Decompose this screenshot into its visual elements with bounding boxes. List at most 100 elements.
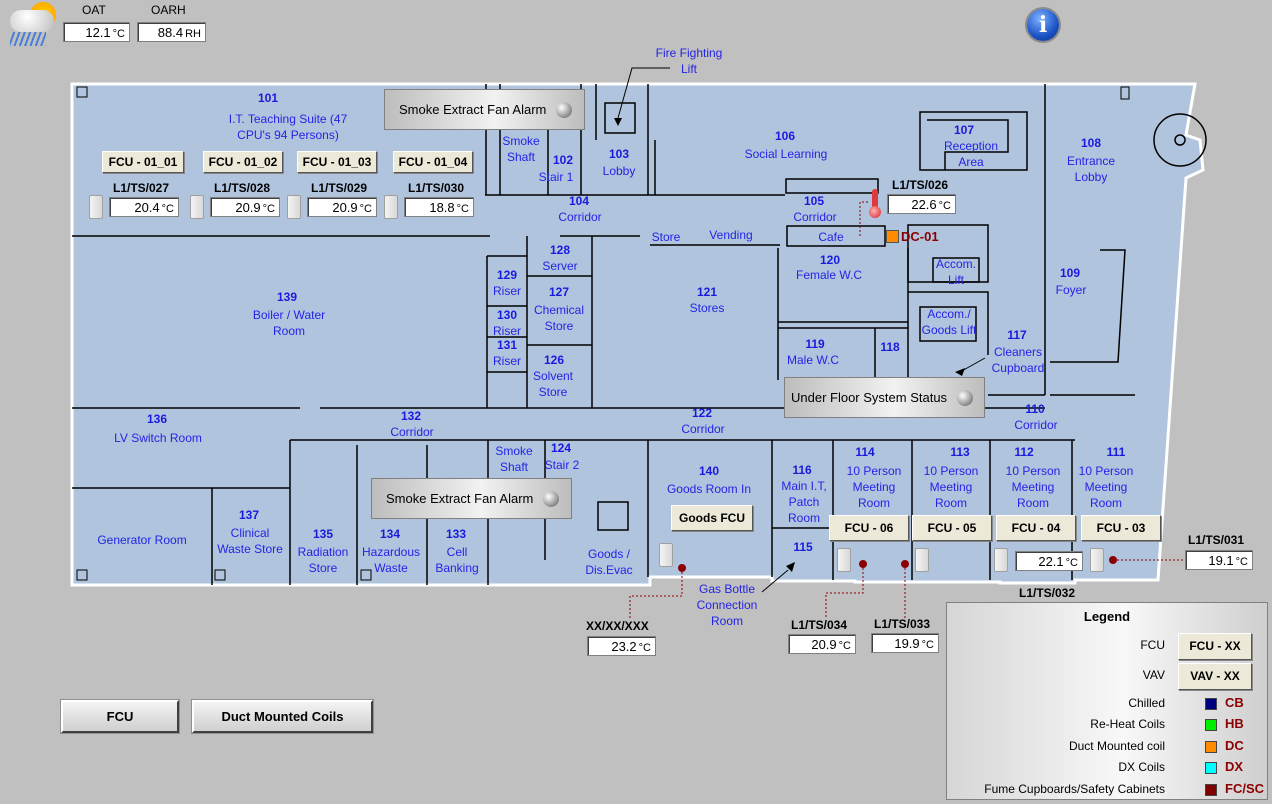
room-139-name: Boiler / Water Room [252, 308, 326, 338]
room-101-name: I.T. Teaching Suite (47 CPU's 94 Persons… [228, 112, 348, 142]
oarh-unit: RH [185, 28, 201, 40]
room-105-number: 105 [803, 194, 825, 208]
reading: 19.1 [1208, 553, 1234, 568]
oat-value: 12.1°C [63, 22, 130, 42]
sensor-tag: XX/XX/XXX [586, 619, 649, 633]
room-121-number: 121 [696, 285, 718, 299]
room-122-number: 122 [691, 406, 713, 420]
sensor-tag: L1/TS/029 [311, 181, 368, 195]
dc-01-label[interactable]: DC-01 [901, 229, 939, 244]
wall-sensor-icon [1090, 548, 1104, 572]
dc-01-indicator[interactable] [886, 230, 899, 243]
sensor-point-icon [678, 564, 686, 572]
room-108-name: Entrance Lobby [1066, 154, 1116, 184]
fcu-03-button[interactable]: FCU - 03 [1081, 515, 1161, 541]
room-109-name: Foyer [1055, 283, 1087, 297]
room-134-name: Hazardous Waste [361, 545, 421, 575]
unit: °C [1065, 557, 1078, 569]
room-111-number: 111 [1106, 445, 1126, 459]
room-101-number: 101 [257, 91, 279, 105]
status-lamp-icon [957, 389, 974, 406]
unit: °C [921, 639, 934, 651]
fcu-04-button[interactable]: FCU - 04 [996, 515, 1076, 541]
room-104-number: 104 [568, 194, 590, 208]
room-107-name: Reception Area [943, 139, 999, 169]
fcu-01-04-button[interactable]: FCU - 01_04 [393, 151, 473, 173]
legend-fcu-label: FCU [1140, 638, 1165, 652]
thermometer-bulb-icon [869, 206, 881, 218]
wall-sensor-icon [190, 195, 204, 219]
room-130-name: Riser [492, 324, 522, 338]
sensor-tag: L1/TS/030 [408, 181, 465, 195]
room-136-number: 136 [146, 412, 168, 426]
room-102-name: Stair 1 [538, 170, 574, 184]
room-118-number: 118 [880, 340, 900, 354]
legend-fcu-button[interactable]: FCU - XX [1178, 633, 1252, 660]
room-126-name: Solvent Store [532, 369, 574, 399]
accom-goods-lift-name: Accom./ Goods Lift [921, 307, 977, 337]
fcu-01-01-button[interactable]: FCU - 01_01 [102, 151, 184, 173]
duct-coil-swatch [1205, 741, 1217, 753]
wall-sensor-icon [89, 195, 103, 219]
room-127-number: 127 [548, 285, 570, 299]
legend-item-label: DX Coils [1118, 760, 1165, 774]
reading: 20.9 [332, 200, 358, 215]
info-icon[interactable]: i [1027, 9, 1059, 41]
sensor-value-xx: 23.2°C [587, 636, 656, 656]
reading: 23.2 [611, 639, 637, 654]
legend-panel: Legend FCU FCU - XX VAV VAV - XX Chilled… [946, 602, 1268, 800]
room-128-name: Server [542, 259, 578, 273]
room-105-name: Corridor [793, 210, 837, 224]
unit: °C [938, 200, 951, 212]
room-139-number: 139 [276, 290, 298, 304]
fcu-nav-button[interactable]: FCU [60, 699, 180, 734]
room-117-number: 117 [1007, 328, 1027, 342]
sensor-value-ts032: 22.1°C [1015, 551, 1083, 571]
sensor-tag: L1/TS/026 [892, 178, 949, 192]
duct-mounted-coils-nav-button[interactable]: Duct Mounted Coils [191, 699, 374, 734]
oat-unit: °C [112, 28, 125, 40]
fcu-01-02-button[interactable]: FCU - 01_02 [203, 151, 283, 173]
unit: °C [262, 203, 275, 215]
dx-coil-swatch [1205, 762, 1217, 774]
smoke-extract-fan-alarm-top[interactable]: Smoke Extract Fan Alarm [384, 89, 585, 130]
room-124-name: Stair 2 [544, 458, 580, 472]
reading: 18.8 [429, 200, 455, 215]
legend-item-code: FC/SC [1225, 781, 1264, 796]
room-129-number: 129 [496, 268, 518, 282]
room-122-name: Corridor [681, 422, 725, 436]
sensor-value-ts034: 20.9°C [788, 634, 856, 654]
status-lamp-icon [543, 490, 560, 507]
legend-vav-button[interactable]: VAV - XX [1178, 663, 1252, 690]
room-132-number: 132 [400, 409, 422, 423]
sensor-tag: L1/TS/034 [791, 618, 848, 632]
sensor-value-ts028: 20.9°C [210, 197, 280, 217]
sensor-value-ts027: 20.4°C [109, 197, 179, 217]
legend-vav-label: VAV [1142, 668, 1165, 682]
reading: 22.1 [1038, 554, 1064, 569]
unit: °C [359, 203, 372, 215]
legend-item-code: CB [1225, 695, 1244, 710]
legend-item-label: Fume Cupboards/Safety Cabinets [984, 782, 1165, 796]
room-137-name: Clinical Waste Store [217, 526, 283, 556]
gas-bottle-room-label: Gas Bottle Connection Room [696, 582, 758, 628]
reading: 20.9 [811, 637, 837, 652]
room-102-number: 102 [552, 153, 574, 167]
oat-reading: 12.1 [85, 25, 111, 40]
room-134-number: 134 [379, 527, 401, 541]
smoke-extract-fan-alarm-bottom[interactable]: Smoke Extract Fan Alarm [371, 478, 572, 519]
sensor-point-icon [859, 560, 867, 568]
fcu-01-03-button[interactable]: FCU - 01_03 [297, 151, 377, 173]
oarh-reading: 88.4 [157, 25, 184, 40]
reading: 22.6 [911, 197, 937, 212]
room-113-number: 113 [950, 445, 970, 459]
room-112-name: 10 Person Meeting Room [1005, 464, 1061, 510]
legend-item-code: DX [1225, 759, 1244, 774]
fcu-06-button[interactable]: FCU - 06 [829, 515, 909, 541]
wall-sensor-icon [287, 195, 301, 219]
reheat-swatch [1205, 719, 1217, 731]
under-floor-system-status[interactable]: Under Floor System Status [784, 377, 985, 418]
goods-fcu-button[interactable]: Goods FCU [671, 505, 753, 531]
sensor-value-ts031: 19.1°C [1185, 550, 1253, 570]
fcu-05-button[interactable]: FCU - 05 [912, 515, 992, 541]
